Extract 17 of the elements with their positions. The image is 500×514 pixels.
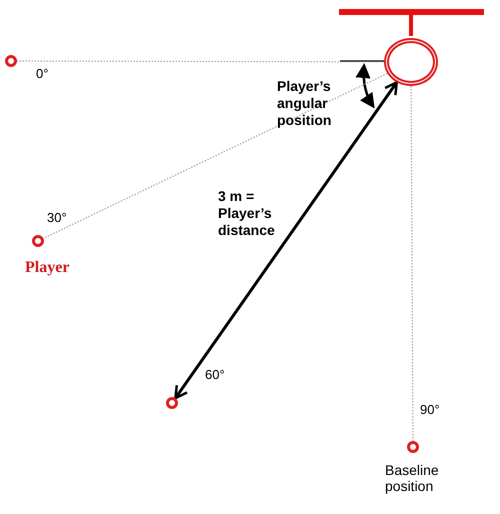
position-marker <box>32 235 44 247</box>
dotted-line <box>16 60 384 62</box>
position-marker <box>5 55 17 67</box>
edge-label: 3 m = Player’s distance <box>218 188 276 239</box>
angle-label: 30° <box>47 210 67 226</box>
position-marker <box>407 441 419 453</box>
player-label: Player <box>25 260 70 276</box>
dotted-line <box>42 72 388 239</box>
target-ring <box>384 38 438 86</box>
angle-label: 90° <box>420 402 440 418</box>
angle-label: 0° <box>36 66 48 82</box>
angle-label: 60° <box>205 367 225 383</box>
arrow <box>174 81 398 400</box>
dotted-line <box>410 86 414 442</box>
position-marker <box>166 397 178 409</box>
position-label: Baseline position <box>385 462 440 494</box>
angle-note: Player’s angular position <box>277 78 332 129</box>
